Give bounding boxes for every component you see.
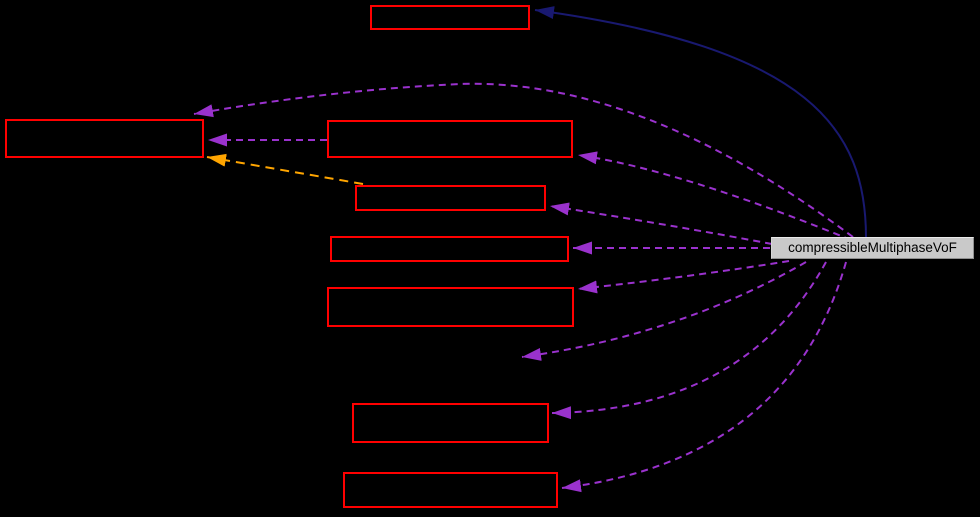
edge-hub-to-node4 — [549, 202, 773, 245]
edge-hub-to-node7 — [551, 261, 827, 420]
hub-node-label: compressibleMultiphaseVoF — [771, 237, 974, 259]
edge-node4-to-node-left — [206, 153, 364, 185]
class-node-5[interactable] — [330, 236, 569, 262]
class-node-3[interactable] — [327, 120, 573, 158]
edge-hub-to-node3 — [577, 151, 852, 241]
class-node-top[interactable] — [370, 5, 530, 30]
class-node-8[interactable] — [343, 472, 558, 508]
edge-hub-to-node6 — [577, 260, 790, 294]
class-node-7[interactable] — [352, 403, 549, 443]
class-node-4[interactable] — [355, 185, 546, 211]
edge-hub-to-node-top — [534, 6, 867, 239]
class-node-6[interactable] — [327, 287, 574, 327]
edge-hub-to-node-left — [193, 82, 854, 238]
edge-hub-to-offscreen — [521, 261, 807, 361]
class-node-left[interactable] — [5, 119, 204, 158]
edge-hub-to-node8 — [561, 261, 847, 493]
